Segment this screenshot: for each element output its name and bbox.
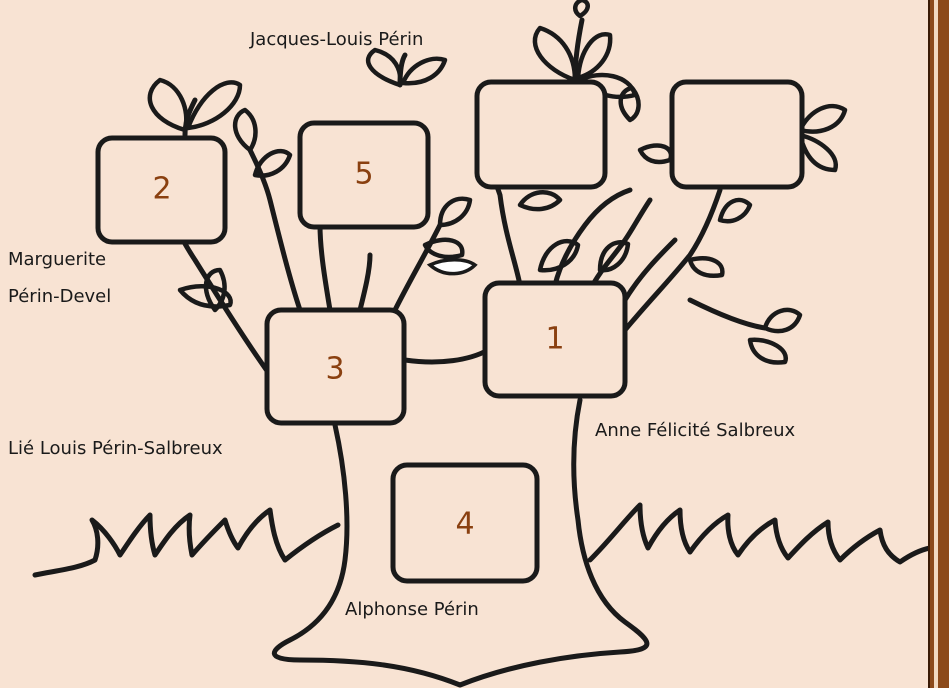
- white-leaf-shape: [430, 260, 475, 274]
- label-lie-louis-perin-salbreux: Lié Louis Périn-Salbreux: [8, 436, 223, 462]
- portrait-frame-5[interactable]: 5: [300, 123, 428, 227]
- portrait-frame-2[interactable]: 2: [98, 138, 225, 242]
- frame-number-5: 5: [354, 157, 373, 192]
- frame-number-3: 3: [325, 352, 344, 387]
- label-alphonse-perin: Alphonse Périn: [345, 597, 479, 623]
- label-marguerite-line2: Périn-Devel: [8, 284, 111, 310]
- label-marguerite-line1: Marguerite: [8, 247, 106, 273]
- frame-number-1: 1: [545, 322, 564, 357]
- frame-number-2: 2: [152, 172, 171, 207]
- portrait-frame-3[interactable]: 3: [267, 310, 404, 423]
- label-jacques-louis-perin: Jacques-Louis Périn: [250, 27, 423, 53]
- portrait-frame-4[interactable]: 4: [393, 465, 537, 581]
- portrait-frame-1[interactable]: 1: [485, 283, 625, 396]
- right-border-strip: [928, 0, 949, 688]
- portrait-frame-empty-left[interactable]: [477, 82, 605, 187]
- portrait-frame-empty-right[interactable]: [672, 82, 802, 187]
- frame-number-4: 4: [455, 507, 474, 542]
- label-anne-felicite-salbreux: Anne Félicité Salbreux: [595, 418, 795, 444]
